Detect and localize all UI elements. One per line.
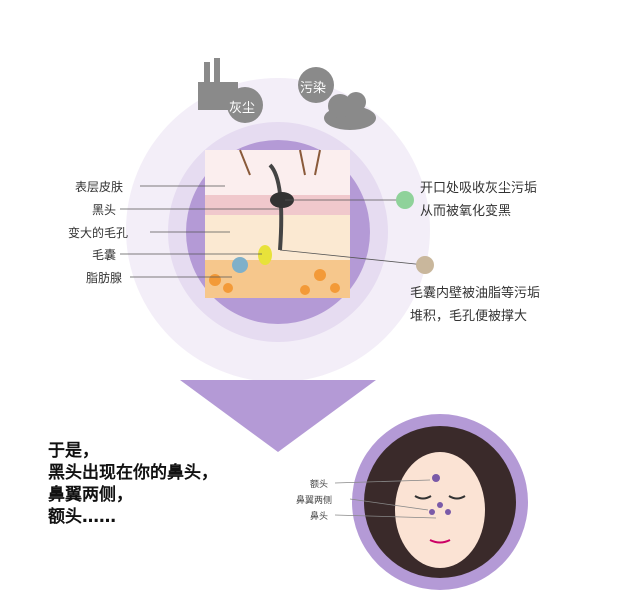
label-follicle: 毛囊 — [92, 248, 117, 262]
tan-dot — [416, 256, 434, 274]
down-arrow — [180, 380, 376, 452]
pollution-label: 污染 — [300, 81, 327, 96]
pollution-badge — [298, 67, 334, 103]
skin-cross-section — [205, 149, 350, 298]
dust-badge — [227, 87, 263, 123]
blackhead — [270, 192, 294, 208]
note-1-line-1: 开口处吸收灰尘污垢 — [420, 181, 538, 196]
label-sebaceous-gland: 脂肪腺 — [86, 271, 123, 285]
conclusion-text: 于是， 黑头出现在你的鼻头， 鼻翼两侧， 额头…… — [48, 440, 218, 528]
green-dot — [396, 191, 414, 209]
face-label-nose-wings: 鼻翼两侧 — [296, 496, 333, 506]
face — [395, 452, 485, 568]
conclusion-line: 于是， — [48, 441, 99, 461]
note-2-line-1: 毛囊内壁被油脂等污垢 — [410, 286, 541, 301]
sebaceous-gland — [258, 245, 272, 265]
conclusion-line: 额头…… — [48, 507, 116, 527]
face-label-forehead: 额头 — [310, 480, 329, 490]
note-2-line-2: 堆积，毛孔便被撑大 — [410, 309, 528, 324]
cloud-icon — [324, 92, 376, 130]
pointer-lines — [120, 185, 426, 278]
label-blackhead: 黑头 — [92, 203, 117, 217]
conclusion-line: 黑头出现在你的鼻头， — [48, 463, 218, 483]
face-label-nose-tip: 鼻头 — [310, 512, 329, 522]
dust-label: 灰尘 — [229, 101, 256, 116]
label-enlarged-pore: 变大的毛孔 — [68, 226, 129, 240]
label-epidermis: 表层皮肤 — [75, 180, 124, 194]
note-1-line-2: 从而被氧化变黑 — [420, 204, 512, 219]
conclusion-line: 鼻翼两侧， — [48, 485, 133, 505]
